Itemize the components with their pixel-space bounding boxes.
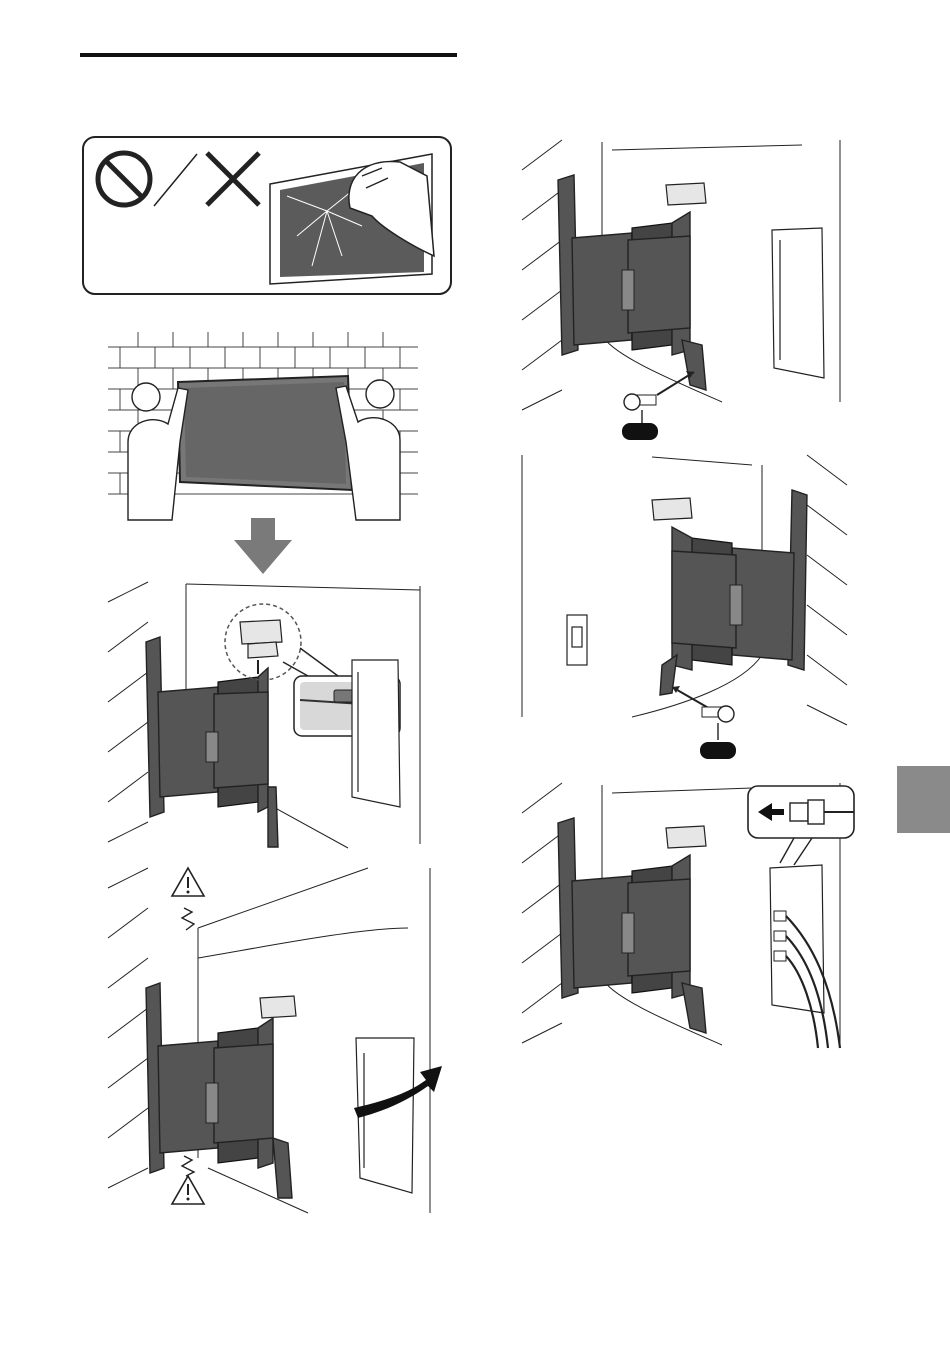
television-icon	[178, 376, 352, 490]
cracked-screen-hand-icon	[270, 154, 434, 284]
wall-bracket-icon	[558, 175, 706, 390]
screw-left-illustration	[522, 455, 847, 762]
down-arrow-icon	[234, 518, 292, 574]
wall-outlet-icon	[352, 660, 400, 807]
wall-bracket-icon	[652, 490, 807, 695]
screw-icon	[624, 394, 656, 410]
wall-outlet-icon	[567, 615, 587, 665]
screw-right-illustration	[522, 140, 847, 442]
caution-triangle-icon	[172, 1156, 204, 1204]
label-pill-icon	[700, 742, 736, 759]
cross-icon	[207, 153, 259, 205]
down-arrow	[234, 518, 292, 576]
wall-bracket-icon	[146, 983, 296, 1198]
cable-connector-icon	[748, 786, 854, 1048]
prohibited-icon	[98, 153, 150, 205]
lift-tv-illustration	[108, 332, 418, 520]
screw-icon	[702, 706, 734, 722]
wall-bracket-icon	[558, 818, 706, 1033]
swing-caution-illustration	[108, 868, 438, 1213]
cable-connect-illustration	[522, 783, 857, 1048]
warning-panel	[82, 136, 454, 296]
caution-triangle-icon	[172, 868, 204, 930]
person-icon	[128, 383, 188, 520]
section-tab	[897, 766, 950, 833]
hook-bracket-illustration	[108, 582, 420, 848]
section-title-rule	[80, 53, 457, 57]
label-pill-icon	[622, 423, 658, 440]
